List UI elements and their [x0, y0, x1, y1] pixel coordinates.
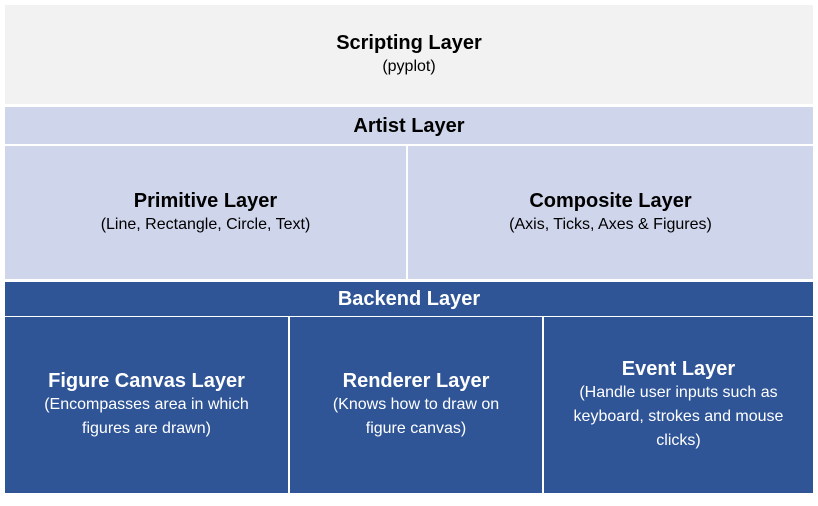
event-layer-box: Event Layer (Handle user inputs such as …: [544, 317, 813, 493]
composite-layer-title: Composite Layer: [529, 189, 692, 212]
renderer-layer-title: Renderer Layer: [342, 370, 490, 392]
figure-canvas-layer-subtitle-line1: (Encompasses area in which: [44, 396, 249, 413]
event-layer-title: Event Layer: [621, 358, 736, 380]
primitive-layer-box: Primitive Layer (Line, Rectangle, Circle…: [5, 146, 407, 279]
artist-layer-title: Artist Layer: [353, 114, 465, 137]
renderer-layer-box: Renderer Layer (Knows how to draw on fig…: [290, 317, 543, 493]
renderer-layer-subtitle-line2: figure canvas): [365, 420, 467, 437]
primitive-layer-title: Primitive Layer: [133, 189, 278, 212]
composite-layer-box: Composite Layer (Axis, Ticks, Axes & Fig…: [408, 146, 813, 279]
scripting-layer-box: Scripting Layer (pyplot): [5, 5, 813, 105]
backend-layer-title: Backend Layer: [337, 288, 481, 310]
composite-layer-subtitle: (Axis, Ticks, Axes & Figures): [509, 215, 712, 233]
artist-layer-header: Artist Layer: [5, 107, 813, 145]
scripting-layer-subtitle: (pyplot): [382, 57, 436, 75]
event-layer-subtitle-line3: clicks): [656, 432, 701, 449]
backend-layer-header: Backend Layer: [5, 281, 813, 317]
renderer-layer-subtitle-line1: (Knows how to draw on: [332, 396, 500, 413]
scripting-layer-title: Scripting Layer: [336, 31, 482, 54]
event-layer-subtitle-line1: (Handle user inputs such as: [579, 384, 778, 401]
layer-architecture-diagram: Scripting Layer (pyplot) Artist Layer Pr…: [5, 5, 813, 493]
figure-canvas-layer-box: Figure Canvas Layer (Encompasses area in…: [5, 317, 289, 493]
event-layer-subtitle-line2: keyboard, strokes and mouse: [573, 408, 784, 425]
figure-canvas-layer-subtitle-line2: figures are drawn): [82, 420, 211, 437]
primitive-layer-subtitle: (Line, Rectangle, Circle, Text): [100, 215, 311, 233]
figure-canvas-layer-title: Figure Canvas Layer: [48, 370, 245, 392]
